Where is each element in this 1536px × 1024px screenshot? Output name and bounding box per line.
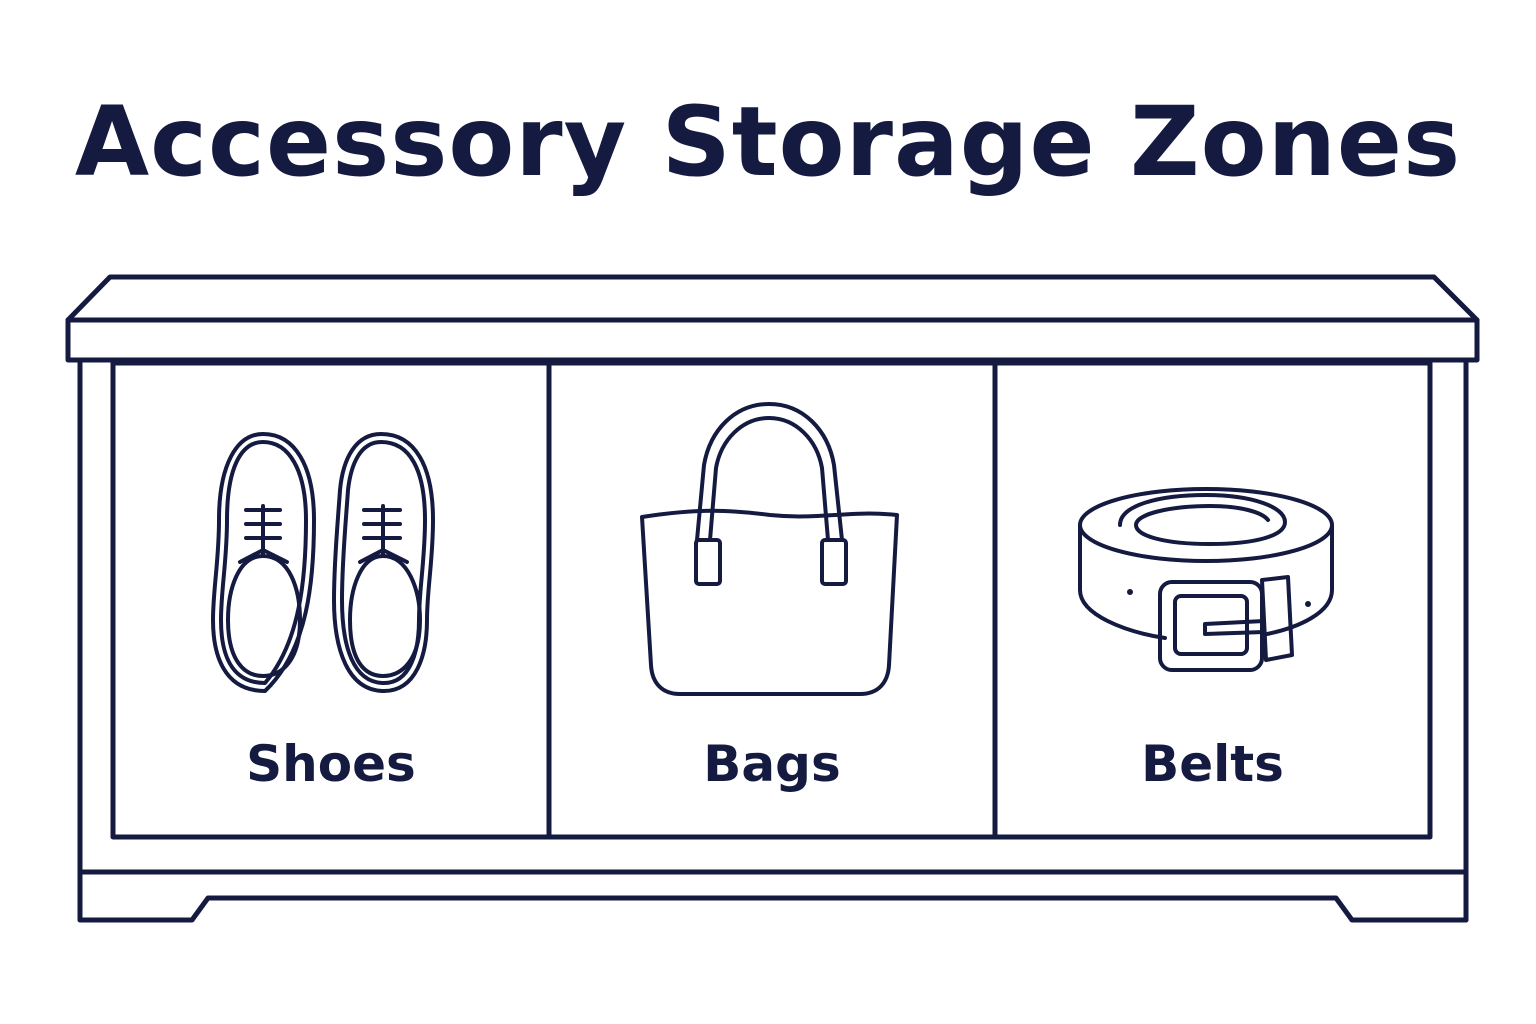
zone-label-shoes: Shoes [246,735,416,793]
cabinet-top [65,274,1480,363]
zone-label-belts: Belts [1141,735,1284,793]
shoes-icon [211,432,435,693]
right-shoe-icon [332,432,435,693]
left-shoe-icon [211,432,316,693]
zone-label-bags: Bags [703,735,841,793]
cabinet-body [77,357,1469,923]
handbag-icon [640,402,899,696]
cabinet-base [77,895,1469,923]
page-title: Accessory Storage Zones [74,86,1462,198]
belt-icon [1078,487,1334,672]
